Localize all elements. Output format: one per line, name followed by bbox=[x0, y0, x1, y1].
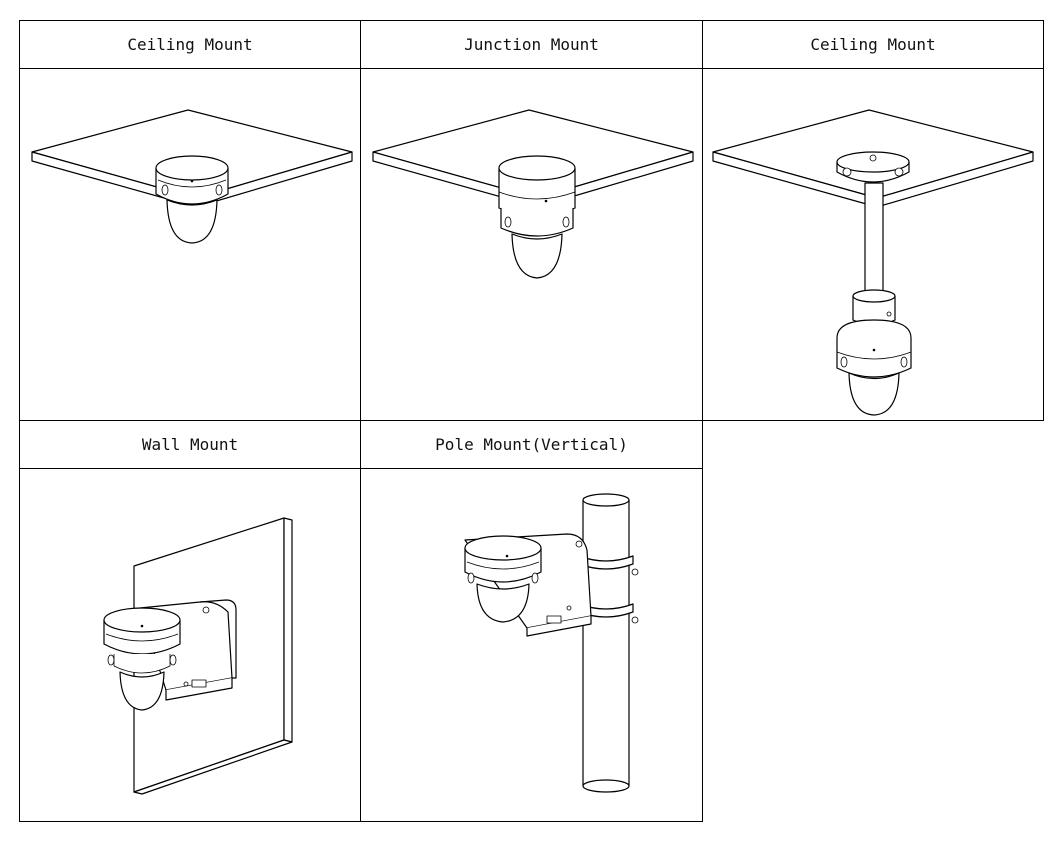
mount-title: Ceiling Mount bbox=[703, 21, 1043, 69]
junction-mount-drawing bbox=[372, 109, 694, 279]
ceiling-mount-drawing bbox=[31, 109, 353, 244]
mount-title: Wall Mount bbox=[20, 421, 360, 469]
mount-cell-junction: Junction Mount bbox=[360, 20, 703, 421]
pole-mount-drawing bbox=[464, 493, 639, 793]
mount-title: Ceiling Mount bbox=[20, 21, 360, 69]
mount-title: Junction Mount bbox=[361, 21, 702, 69]
mount-cell-ceiling-1: Ceiling Mount bbox=[19, 20, 361, 421]
mount-cell-wall: Wall Mount bbox=[19, 420, 361, 822]
mount-cell-pole: Pole Mount(Vertical) bbox=[360, 420, 703, 822]
mount-cell-ceiling-2: Ceiling Mount bbox=[702, 20, 1044, 421]
mount-title: Pole Mount(Vertical) bbox=[361, 421, 702, 469]
pendant-mount-drawing bbox=[712, 109, 1034, 416]
wall-mount-drawing bbox=[103, 517, 293, 795]
